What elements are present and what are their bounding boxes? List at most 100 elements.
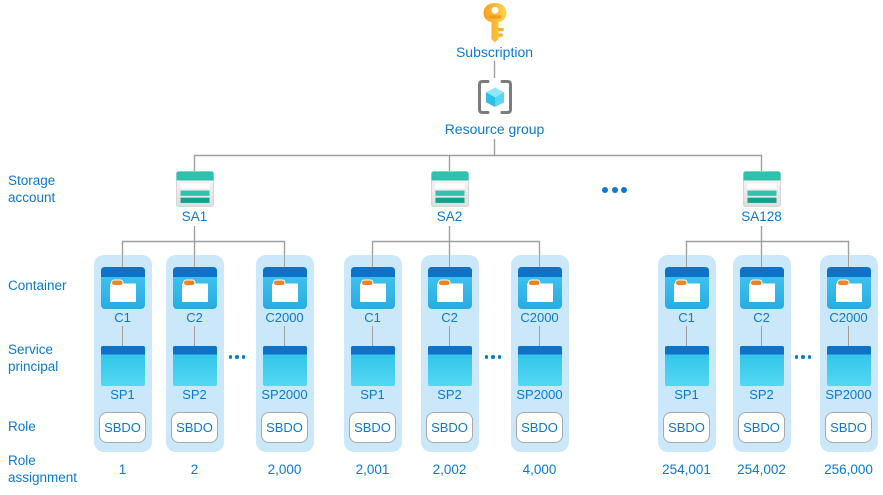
row-label-role-assignment: Role assignment xyxy=(8,453,78,485)
service-principal-icon xyxy=(101,346,145,386)
row-label-storage-account: Storage account xyxy=(8,173,56,205)
container-card: C2000 SP2000 SBDO xyxy=(510,255,569,452)
role-assignment-value: 256,000 xyxy=(824,462,873,477)
connector-line xyxy=(371,255,374,267)
role-badge: SBDO xyxy=(426,412,473,443)
connector-line xyxy=(371,326,374,346)
connector-line xyxy=(448,255,451,267)
role-badge: SBDO xyxy=(516,412,563,443)
service-principal-name: SP2000 xyxy=(261,387,308,402)
role-badge: SBDO xyxy=(261,412,308,443)
service-principal-icon xyxy=(428,346,472,386)
connector-line xyxy=(283,255,286,267)
connector-line xyxy=(121,255,124,267)
role-badge: SBDO xyxy=(663,412,710,443)
service-principal-name: SP1 xyxy=(360,387,385,402)
service-principal-icon xyxy=(740,346,784,386)
role-assignment-value: 254,001 xyxy=(662,462,711,477)
container-column: C2000 SP2000 SBDO 4,000 xyxy=(510,255,569,477)
container-name: C2 xyxy=(753,310,770,325)
row-label-service-principal: Service principal xyxy=(8,342,59,374)
connector-line xyxy=(121,326,124,346)
container-name: C1 xyxy=(114,310,131,325)
container-column: C1 SP1 SBDO 254,001 xyxy=(657,255,716,477)
service-principal-icon xyxy=(173,346,217,386)
container-card: C2000 SP2000 SBDO xyxy=(255,255,314,452)
service-principal-name: SP2000 xyxy=(516,387,563,402)
container-column: C1 SP1 SBDO 2,001 xyxy=(343,255,402,477)
container-column: C2000 SP2000 SBDO 2,000 xyxy=(255,255,314,477)
role-badge: SBDO xyxy=(825,412,872,443)
blob-container-icon xyxy=(173,267,217,309)
container-card: C1 SP1 SBDO xyxy=(343,255,402,452)
role-assignment-value: 254,002 xyxy=(737,462,786,477)
service-principal-name: SP2 xyxy=(437,387,462,402)
container-name: C1 xyxy=(364,310,381,325)
container-column: C2000 SP2000 SBDO 256,000 xyxy=(819,255,878,477)
resource-group-label: Resource group xyxy=(444,121,545,137)
card-ellipsis xyxy=(484,355,501,359)
service-principal-name: SP1 xyxy=(110,387,135,402)
container-card: C2 SP2 SBDO xyxy=(165,255,224,452)
role-badge: SBDO xyxy=(349,412,396,443)
container-name: C2000 xyxy=(829,310,868,325)
blob-container-icon xyxy=(101,267,145,309)
container-name: C2 xyxy=(441,310,458,325)
role-assignment-value: 4,000 xyxy=(522,462,557,477)
blob-container-icon xyxy=(518,267,562,309)
connector-line xyxy=(538,255,541,267)
storage-account-icon xyxy=(176,171,214,207)
service-principal-name: SP2 xyxy=(182,387,207,402)
role-badge: SBDO xyxy=(171,412,218,443)
container-card: C1 SP1 SBDO xyxy=(93,255,152,452)
container-card: C2 SP2 SBDO xyxy=(420,255,479,452)
service-principal-icon xyxy=(351,346,395,386)
role-assignment-value: 1 xyxy=(118,462,127,477)
container-card: C1 SP1 SBDO xyxy=(657,255,716,452)
container-name: C2000 xyxy=(520,310,559,325)
container-card: C2 SP2 SBDO xyxy=(732,255,791,452)
row-label-role: Role xyxy=(8,419,36,434)
card-ellipsis xyxy=(794,355,811,359)
blob-container-icon xyxy=(740,267,784,309)
role-badge: SBDO xyxy=(738,412,785,443)
key-icon xyxy=(477,2,513,44)
connector-line xyxy=(283,326,286,346)
connector-line xyxy=(847,255,850,267)
storage-account-name: SA1 xyxy=(181,209,208,224)
subscription-label: Subscription xyxy=(455,44,534,60)
connector-line xyxy=(847,326,850,346)
service-principal-name: SP1 xyxy=(674,387,699,402)
service-principal-name: SP2000 xyxy=(825,387,872,402)
container-name: C1 xyxy=(678,310,695,325)
resource-group-icon xyxy=(475,79,515,115)
container-name: C2 xyxy=(186,310,203,325)
blob-container-icon xyxy=(351,267,395,309)
service-principal-icon xyxy=(263,346,307,386)
role-assignment-value: 2,001 xyxy=(355,462,390,477)
role-assignment-value: 2,002 xyxy=(432,462,467,477)
blob-container-icon xyxy=(428,267,472,309)
connector-line xyxy=(538,326,541,346)
connector-line xyxy=(685,326,688,346)
connector-line xyxy=(448,326,451,346)
storage-ellipsis xyxy=(602,187,627,193)
connector-line xyxy=(193,326,196,346)
storage-account-icon xyxy=(743,171,781,207)
role-badge: SBDO xyxy=(99,412,146,443)
container-column: C1 SP1 SBDO 1 xyxy=(93,255,152,477)
connector-line xyxy=(685,255,688,267)
container-column: C2 SP2 SBDO 2,002 xyxy=(420,255,479,477)
connector-line xyxy=(760,255,763,267)
service-principal-icon xyxy=(665,346,709,386)
container-column: C2 SP2 SBDO 2 xyxy=(165,255,224,477)
role-assignment-value: 2 xyxy=(190,462,199,477)
container-name: C2000 xyxy=(265,310,304,325)
container-column: C2 SP2 SBDO 254,002 xyxy=(732,255,791,477)
connector-line xyxy=(760,326,763,346)
connector-line xyxy=(193,255,196,267)
container-card: C2000 SP2000 SBDO xyxy=(819,255,878,452)
blob-container-icon xyxy=(827,267,871,309)
card-ellipsis xyxy=(228,355,245,359)
blob-container-icon xyxy=(665,267,709,309)
